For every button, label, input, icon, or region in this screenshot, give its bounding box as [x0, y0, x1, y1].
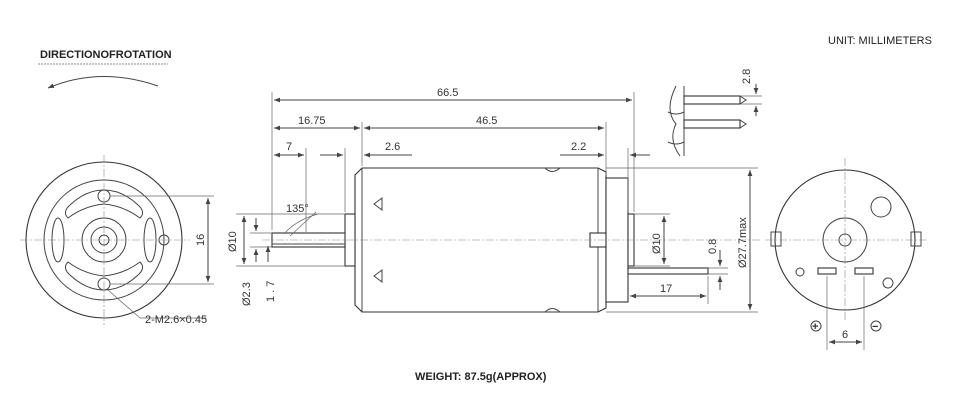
rear-dimensions: Ø10 0.8 Ø27.7max 17: [606, 167, 758, 313]
hole-leader: [107, 289, 141, 319]
terminal-spacing-dim: 6 + −: [810, 276, 882, 350]
dim-overall-length: 66.5: [437, 87, 458, 99]
dim-terminal-thickness: 0.8: [707, 239, 719, 254]
dim-body-dia: Ø27.7max: [737, 217, 749, 268]
terminal-detail: 2.8: [667, 69, 762, 157]
dim-shaft-7: 7: [286, 141, 292, 153]
mount-spacing-dim: 16: [110, 195, 214, 285]
dim-body-length: 46.5: [476, 115, 497, 127]
shaft-dimensions: Ø10 Ø2.3 1 . 7 135°: [227, 203, 345, 306]
unit-label: UNIT: MILLIMETERS: [828, 35, 932, 47]
top-dimensions: 66.5 16.75 46.5 7 2.6 2.2: [271, 87, 650, 232]
rear-view: [765, 158, 928, 322]
minus-sign: −: [872, 321, 878, 333]
plus-sign: +: [812, 321, 818, 333]
dim-flat: 1 . 7: [265, 281, 277, 302]
dim-terminal-length: 17: [660, 283, 672, 295]
dim-front-boss: 2.6: [385, 141, 400, 153]
dim-shaft-dia: Ø2.3: [241, 282, 253, 306]
dim-mount-spacing: 16: [195, 234, 207, 246]
dim-rear-boss: 2.2: [571, 141, 586, 153]
dim-front-boss-dia: Ø10: [227, 231, 239, 252]
direction-title: DIRECTIONOFROTATION: [40, 49, 172, 61]
rotation-arrow: [47, 75, 159, 89]
dim-terminal-width: 2.8: [741, 69, 753, 84]
dim-angle: 135°: [286, 203, 309, 215]
weight-label: WEIGHT: 87.5g(APPROX): [415, 371, 547, 383]
hole-note: 2-M2.6×0.45: [145, 314, 207, 326]
dim-terminal-spacing: 6: [842, 329, 848, 341]
dim-rear-boss-dia: Ø10: [651, 233, 663, 254]
front-view: [20, 155, 190, 325]
dim-shaft-to-body: 16.75: [298, 115, 326, 127]
side-view: [262, 167, 760, 313]
